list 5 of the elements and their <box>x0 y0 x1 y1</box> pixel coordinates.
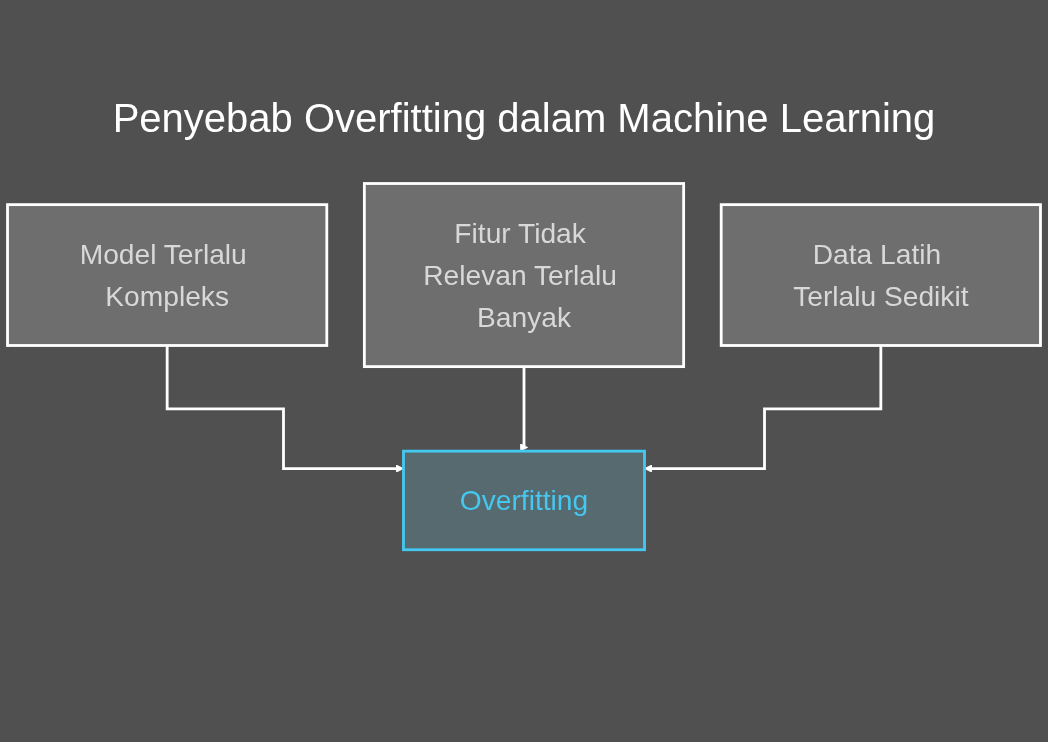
node-box: Data Latih Terlalu Sedikit <box>719 203 1042 347</box>
node-box: Model Terlalu Kompleks <box>6 203 329 347</box>
diagram-title: Penyebab Overfitting dalam Machine Learning <box>111 96 937 142</box>
node-box: Fitur Tidak Relevan Terlalu Banyak <box>362 182 686 369</box>
node-box: Overfitting <box>402 449 646 552</box>
